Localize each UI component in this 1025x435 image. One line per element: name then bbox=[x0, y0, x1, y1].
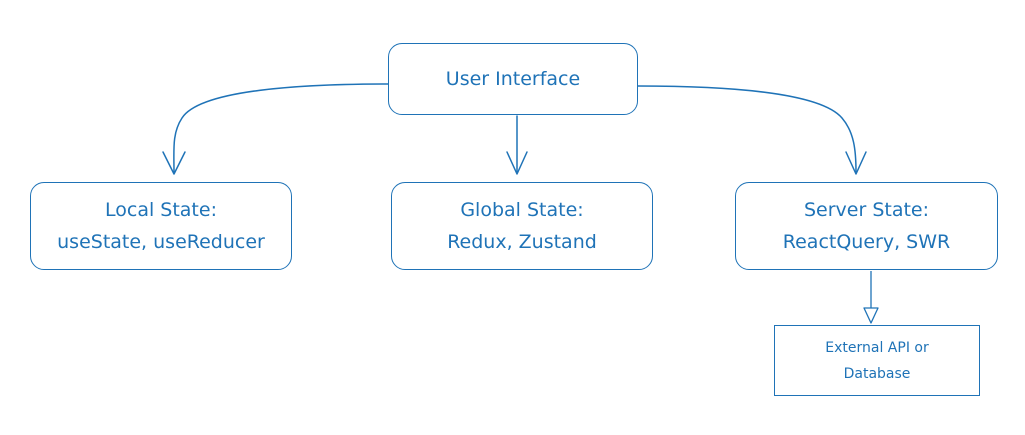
global-state-node: Global State: Redux, Zustand bbox=[391, 182, 653, 270]
arrowhead-global bbox=[506, 151, 528, 175]
external-api-node: External API or Database bbox=[774, 325, 980, 396]
local-state-tools: useState, useReducer bbox=[57, 231, 265, 253]
arrow-ui-to-local bbox=[173, 83, 389, 173]
user-interface-label: User Interface bbox=[445, 68, 581, 90]
local-state-node: Local State: useState, useReducer bbox=[30, 182, 292, 270]
local-state-title: Local State: bbox=[105, 199, 217, 221]
external-api-line-2: Database bbox=[843, 365, 911, 382]
server-state-node: Server State: ReactQuery, SWR bbox=[735, 182, 998, 270]
server-state-tools: ReactQuery, SWR bbox=[782, 231, 951, 253]
server-state-title: Server State: bbox=[803, 199, 930, 221]
arrow-ui-to-server bbox=[637, 85, 857, 173]
global-state-tools: Redux, Zustand bbox=[447, 231, 597, 253]
arrowhead-server bbox=[845, 151, 867, 175]
external-api-line-1: External API or bbox=[825, 339, 929, 356]
user-interface-node: User Interface bbox=[388, 43, 638, 115]
arrowhead-external bbox=[863, 307, 879, 324]
global-state-title: Global State: bbox=[460, 199, 584, 221]
arrowhead-local bbox=[162, 151, 186, 175]
